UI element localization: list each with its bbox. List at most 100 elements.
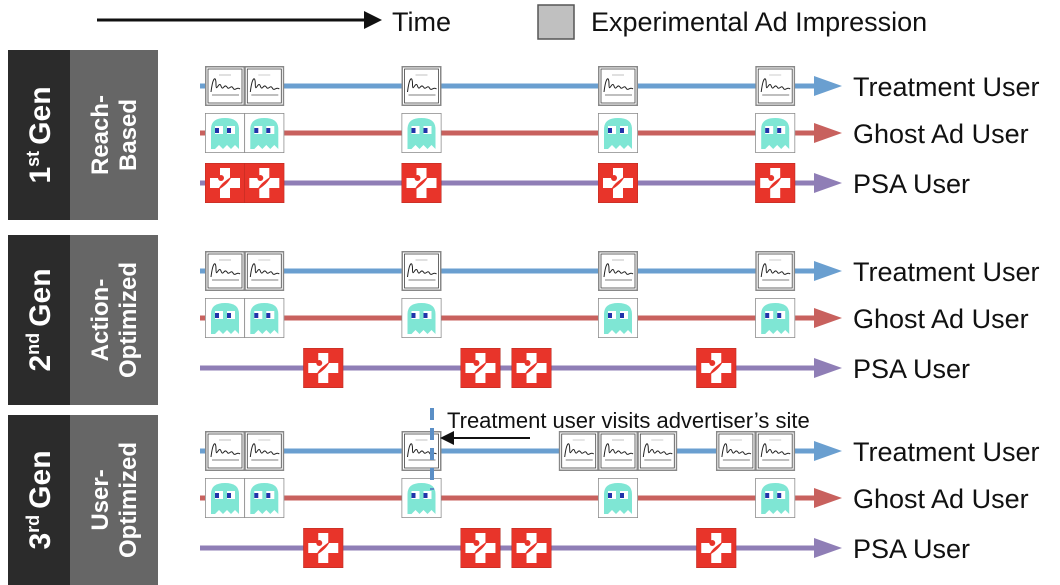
red-cross-psa-icon [303, 528, 344, 568]
louboutin-signature-ad-icon [244, 431, 285, 471]
row-label: PSA User [853, 169, 970, 199]
diagram-header: Time Experimental Ad Impression [97, 4, 927, 40]
gen-word: Gen [24, 450, 57, 508]
red-cross-psa-icon [598, 163, 638, 203]
louboutin-signature-ad-icon [637, 431, 678, 471]
ghost-icon [244, 298, 285, 338]
gen-number: 1 [24, 167, 57, 184]
row-label: PSA User [853, 534, 970, 564]
louboutin-signature-ad-icon [558, 431, 599, 471]
timeline-arrowhead [814, 538, 842, 558]
red-cross-psa-icon [303, 348, 344, 388]
legend-swatch [537, 4, 575, 40]
row-label: PSA User [853, 354, 970, 384]
row-ghost: Ghost Ad User [200, 113, 1029, 153]
ghost-icon [598, 478, 638, 518]
mode-label-line: Optimized [115, 442, 142, 558]
timeline-arrowhead [814, 76, 842, 96]
time-arrow-head [364, 11, 382, 29]
louboutin-signature-ad-icon [598, 431, 638, 471]
louboutin-signature-ad-icon [205, 251, 245, 291]
row-psa: PSA User [200, 528, 970, 568]
louboutin-signature-ad-icon [401, 251, 442, 291]
gen-word: Gen [24, 268, 57, 326]
louboutin-signature-ad-icon [715, 431, 756, 471]
red-cross-psa-icon [205, 163, 245, 203]
row-label: Ghost Ad User [853, 484, 1029, 514]
gen-suffix: rd [23, 515, 43, 533]
mode-box [70, 415, 158, 585]
red-cross-psa-icon [511, 348, 552, 388]
gen-label: 2nd Gen [23, 268, 57, 371]
timeline-arrowhead [814, 261, 842, 281]
gen-number: 3 [24, 533, 57, 550]
ghost-icon [401, 298, 442, 338]
louboutin-signature-ad-icon [205, 431, 245, 471]
red-cross-psa-icon [244, 163, 285, 203]
mode-box [70, 235, 158, 405]
panel-gen-2: 2nd Gen Action-Optimized Treatment UserGhos… [8, 235, 1040, 405]
louboutin-signature-ad-icon [598, 251, 638, 291]
gen-box [8, 50, 70, 220]
ghost-icon [205, 113, 245, 153]
timeline-arrowhead [814, 123, 842, 143]
mode-label-line: Based [115, 99, 142, 171]
row-psa: PSA User [200, 163, 970, 203]
ghost-icon [401, 113, 442, 153]
ghost-icon [244, 478, 285, 518]
annotation-arrow-head [440, 431, 454, 445]
row-label: Treatment User [853, 257, 1040, 287]
row-treatment: Treatment User [200, 251, 1040, 291]
ghost-icon [205, 478, 245, 518]
timeline-arrowhead [814, 441, 842, 461]
ghost-icon [755, 113, 796, 153]
row-psa: PSA User [200, 348, 970, 388]
mode-label-line: Action- [87, 279, 114, 362]
ghost-icon [401, 478, 442, 518]
timeline-arrowhead [814, 308, 842, 328]
mode-box [70, 50, 158, 220]
louboutin-signature-ad-icon [755, 431, 796, 471]
louboutin-signature-ad-icon [598, 66, 638, 106]
gen-suffix: st [23, 151, 43, 167]
row-label: Ghost Ad User [853, 119, 1029, 149]
timeline-arrowhead [814, 488, 842, 508]
louboutin-signature-ad-icon [244, 251, 285, 291]
red-cross-psa-icon [511, 528, 552, 568]
red-cross-psa-icon [401, 163, 442, 203]
ghost-icon [598, 113, 638, 153]
louboutin-signature-ad-icon [401, 66, 442, 106]
annotation-text: Treatment user visits advertiser’s site [447, 408, 810, 433]
red-cross-psa-icon [460, 528, 501, 568]
timeline-arrowhead [814, 173, 842, 193]
ghost-icon [755, 298, 796, 338]
ghost-icon [755, 478, 796, 518]
red-cross-psa-icon [696, 348, 737, 388]
gen-box [8, 415, 70, 585]
ghost-icon [244, 113, 285, 153]
ghost-icon [598, 298, 638, 338]
louboutin-signature-ad-icon [755, 251, 796, 291]
mode-label-line: User- [87, 469, 114, 530]
gen-label: 1st Gen [23, 86, 57, 183]
site-visit-annotation: Treatment user visits advertiser’s site [430, 408, 810, 490]
louboutin-signature-ad-icon [755, 66, 796, 106]
ghost-icon [205, 298, 245, 338]
row-ghost: Ghost Ad User [200, 298, 1029, 338]
gen-number: 2 [24, 355, 57, 372]
mode-label-line: Optimized [115, 262, 142, 378]
row-ghost: Ghost Ad User [200, 478, 1029, 518]
louboutin-signature-ad-icon [244, 66, 285, 106]
louboutin-signature-ad-icon [401, 431, 442, 471]
legend-label: Experimental Ad Impression [591, 7, 927, 37]
mode-label-line: Reach- [87, 95, 114, 175]
gen-word: Gen [24, 86, 57, 144]
red-cross-psa-icon [755, 163, 796, 203]
row-treatment: Treatment User [200, 66, 1040, 106]
gen-suffix: nd [23, 333, 43, 355]
row-label: Ghost Ad User [853, 304, 1029, 334]
